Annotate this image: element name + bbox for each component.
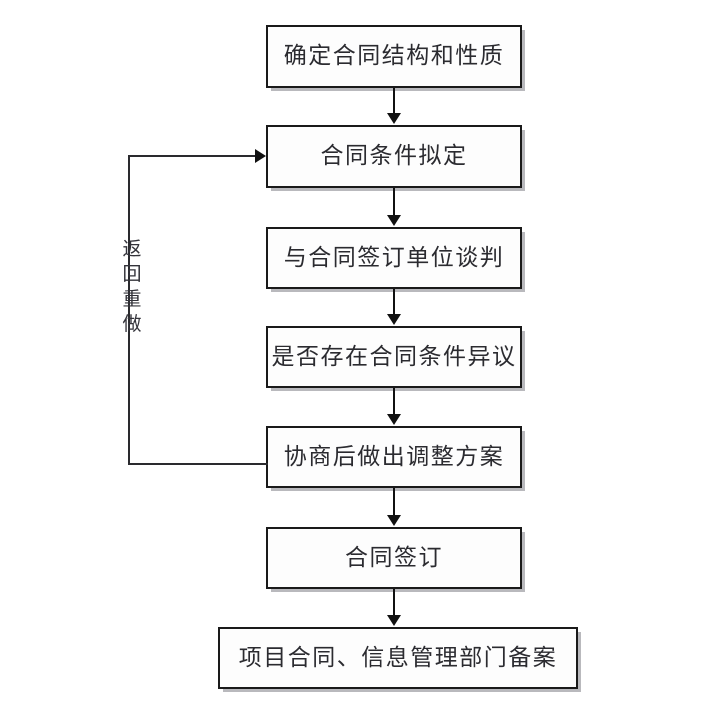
node-label: 合同条件拟定	[320, 143, 468, 169]
connector-line-n4-to-n5	[393, 388, 395, 415]
node-label: 与合同签订单位谈判	[283, 244, 505, 271]
process-node-adjustment-plan-after-negotiation[interactable]: 协商后做出调整方案	[266, 426, 522, 488]
decision-node-contract-terms-objection[interactable]: 是否存在合同条件异议	[266, 326, 522, 388]
node-label: 是否存在合同条件异议	[271, 343, 517, 370]
arrowhead-feedback-loop-icon	[255, 149, 266, 163]
process-node-negotiate-with-signing-party[interactable]: 与合同签订单位谈判	[266, 227, 522, 289]
feedback-loop-left-segment	[128, 155, 130, 465]
connector-line-n5-to-n6	[393, 488, 395, 516]
node-label: 项目合同、信息管理部门备案	[238, 644, 558, 671]
process-node-determine-contract-structure[interactable]: 确定合同结构和性质	[266, 25, 522, 88]
connector-line-n6-to-n7	[393, 589, 395, 616]
process-node-contract-signing[interactable]: 合同签订	[266, 527, 522, 589]
connector-line-n3-to-n4	[393, 289, 395, 315]
connector-line-n1-to-n2	[393, 88, 395, 114]
arrowhead-n2-to-n3-icon	[387, 215, 401, 226]
arrowhead-n6-to-n7-icon	[387, 615, 401, 626]
process-node-draft-contract-terms[interactable]: 合同条件拟定	[266, 125, 522, 188]
node-label: 合同签订	[345, 544, 443, 571]
node-label: 确定合同结构和性质	[283, 43, 505, 69]
arrowhead-n1-to-n2-icon	[387, 113, 401, 124]
process-node-filing-with-management-department[interactable]: 项目合同、信息管理部门备案	[218, 627, 578, 689]
arrowhead-n4-to-n5-icon	[387, 414, 401, 425]
arrowhead-n3-to-n4-icon	[387, 314, 401, 325]
feedback-loop-label: 返回重做	[122, 238, 142, 336]
arrowhead-n5-to-n6-icon	[387, 515, 401, 526]
feedback-loop-bottom-segment	[128, 463, 268, 465]
connector-line-n2-to-n3	[393, 188, 395, 216]
feedback-loop-top-segment	[128, 155, 256, 157]
node-label: 协商后做出调整方案	[283, 443, 505, 470]
